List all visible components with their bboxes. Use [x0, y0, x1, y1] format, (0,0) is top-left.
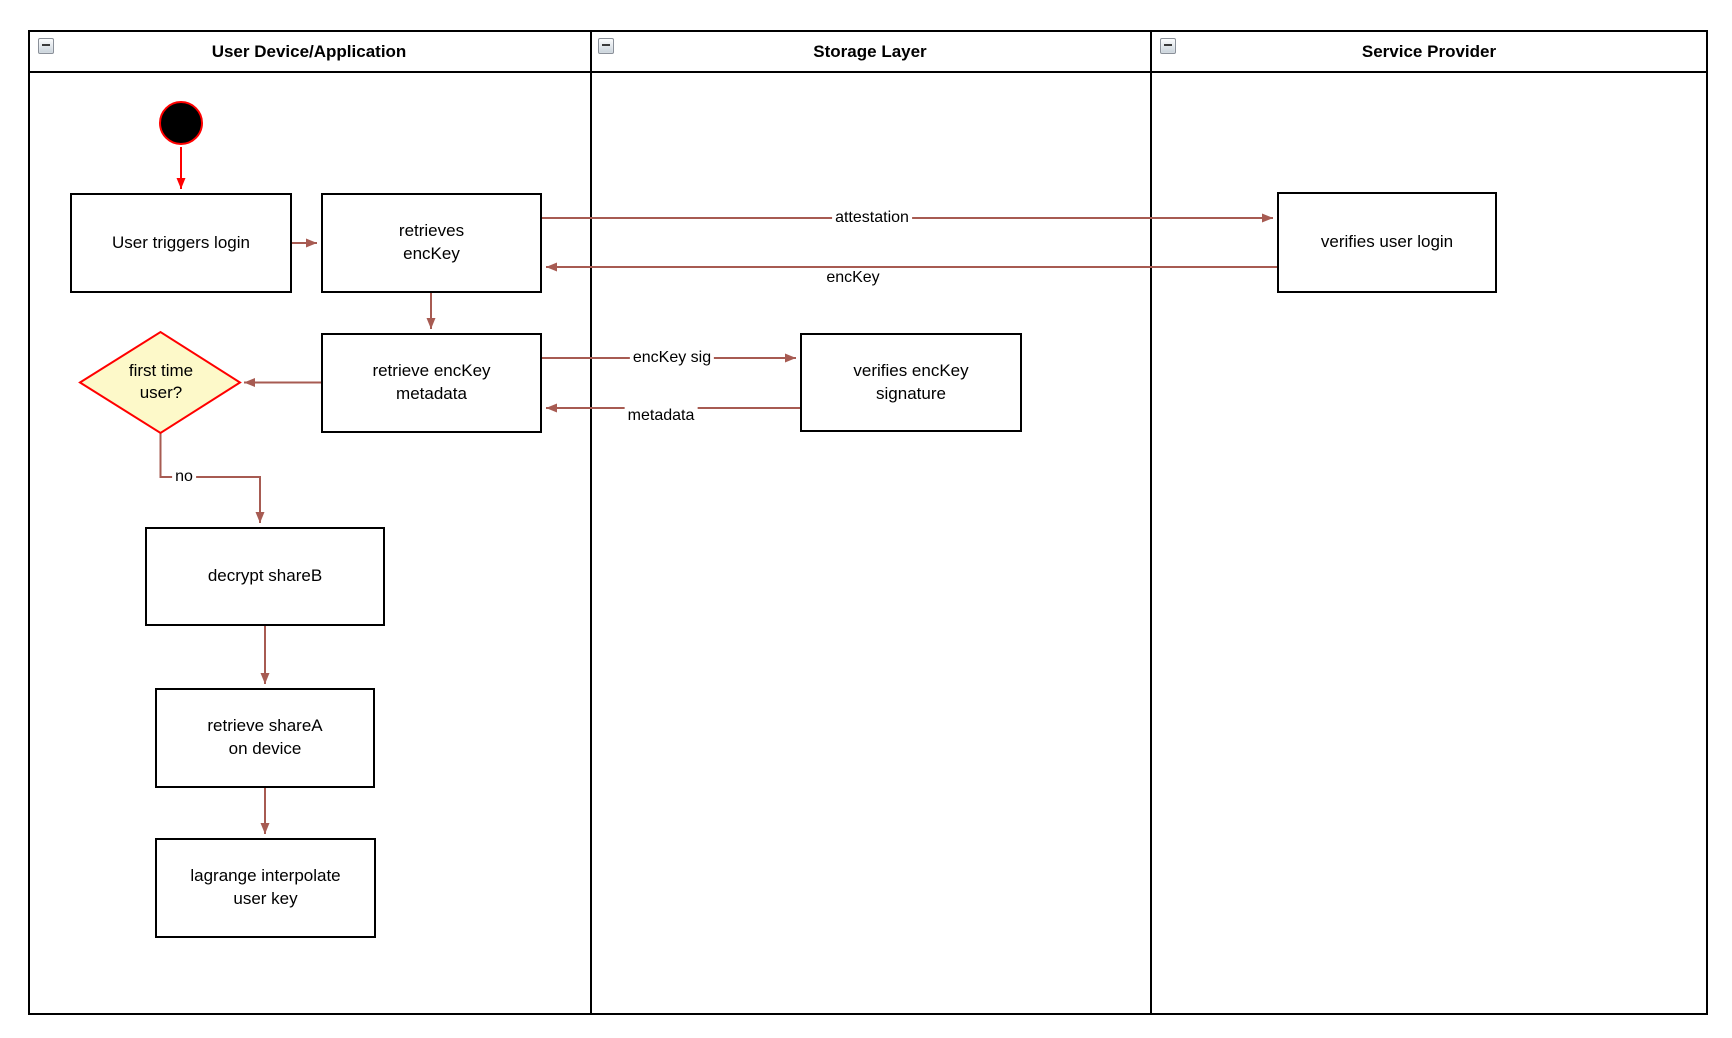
lane-title-service-provider: Service Provider — [1361, 42, 1497, 61]
collapse-lane-button-3[interactable] — [1160, 38, 1176, 54]
edge-label-attestation: attestation — [832, 208, 912, 228]
collapse-lane-button-1[interactable] — [38, 38, 54, 54]
node-retrieve-enckey-metadata[interactable]: retrieve encKey metadata — [321, 333, 542, 433]
minus-icon — [42, 44, 50, 46]
node-label: decrypt shareB — [207, 566, 323, 586]
decision-label: first time user? — [128, 360, 194, 402]
node-label: retrieve encKey metadata — [372, 361, 491, 403]
edge-label-metadata: metadata — [624, 406, 698, 426]
node-retrieves-enckey[interactable]: retrieves encKey — [321, 193, 542, 293]
node-label: retrieve shareA on device — [207, 716, 323, 758]
node-retrieve-sharea[interactable]: retrieve shareA on device — [155, 688, 375, 788]
edge-label-enckey-sig: encKey sig — [629, 348, 715, 368]
start-node[interactable] — [159, 101, 203, 145]
node-label: retrieves encKey — [398, 221, 465, 263]
node-label: verifies encKey signature — [853, 360, 969, 403]
node-label: User triggers login — [112, 232, 250, 252]
node-user-triggers-login[interactable]: User triggers login — [70, 193, 292, 293]
collapse-lane-button-2[interactable] — [598, 38, 614, 54]
node-lagrange-interpolate[interactable]: lagrange interpolate user key — [155, 838, 376, 938]
minus-icon — [602, 44, 610, 46]
lane-title-storage-layer: Storage Layer — [813, 42, 927, 61]
node-label: lagrange interpolate user key — [190, 866, 341, 908]
node-verifies-enckey-signature[interactable]: verifies encKey signature — [800, 333, 1022, 432]
node-verifies-user-login[interactable]: verifies user login — [1277, 192, 1497, 293]
minus-icon — [1164, 44, 1172, 46]
lane-divider-2 — [1150, 30, 1152, 1015]
edge-label-no: no — [172, 467, 196, 487]
node-label: verifies user login — [1320, 232, 1454, 252]
lane-divider-1 — [590, 30, 592, 1015]
edge-label-enckey: encKey — [823, 268, 883, 288]
node-decrypt-shareb[interactable]: decrypt shareB — [145, 527, 385, 626]
lane-header-separator — [28, 71, 1708, 73]
lane-title-user-device: User Device/Application — [211, 42, 407, 61]
